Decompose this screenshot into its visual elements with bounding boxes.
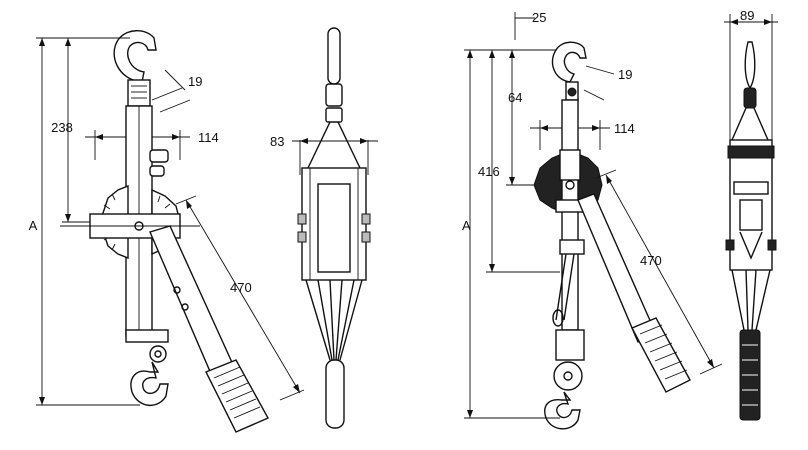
dim-64-label: 64 [508, 90, 522, 105]
dim-470-right-label: 470 [640, 253, 662, 268]
right-main-frame [561, 99, 579, 331]
right-bottom-hook [544, 391, 581, 430]
lower-sheave [553, 361, 583, 391]
dim-25-label: 25 [532, 10, 546, 25]
right-ratchet-gear [533, 153, 563, 213]
dim-114-right-label: 114 [614, 121, 635, 136]
top-hook [113, 30, 157, 83]
left-side-view: A 238 114 19 [29, 30, 305, 433]
right-side-view: 25 A 416 64 114 19 [462, 10, 723, 430]
dim-89-label: 89 [740, 8, 754, 23]
front-handle-grip [325, 359, 345, 429]
bottom-hook [130, 361, 169, 406]
handle-grip [205, 359, 269, 433]
front-top-hook [327, 27, 341, 85]
right-lever-handle [577, 193, 657, 343]
right-handle-grip [631, 317, 691, 393]
right-front-top-hook [744, 41, 756, 90]
dim-416-label: 416 [478, 164, 500, 179]
dim-470-left-label: 470 [230, 280, 252, 295]
dim-238-label: 238 [51, 120, 73, 135]
right-top-hook [551, 41, 587, 83]
dim-a-left-label: A [29, 218, 38, 233]
dim-a-right-label: A [462, 218, 471, 233]
dim-114-left-label: 114 [198, 130, 219, 145]
dim-19-right-label: 19 [618, 67, 632, 82]
right-front-view: 89 [724, 8, 778, 421]
dim-19-left-label: 19 [188, 74, 202, 89]
left-front-view: 83 [270, 27, 378, 429]
dim-83-label: 83 [270, 134, 284, 149]
